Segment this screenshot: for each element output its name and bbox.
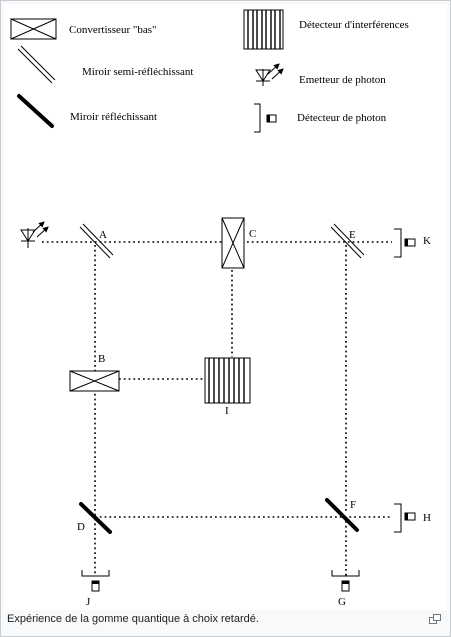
beam-paths bbox=[42, 241, 392, 576]
interference-detector-icon bbox=[243, 9, 284, 50]
semi-mirror-e bbox=[330, 223, 365, 259]
point-label-k: K bbox=[423, 235, 431, 247]
point-label-j: J bbox=[86, 596, 91, 608]
interference-detector-i bbox=[204, 357, 251, 404]
point-label-e: E bbox=[349, 229, 356, 241]
point-label-d: D bbox=[77, 521, 85, 533]
photon-detector-h bbox=[394, 503, 416, 533]
legend-photon-emitter-label: Emetteur de photon bbox=[299, 74, 386, 86]
mirror-d bbox=[79, 502, 112, 534]
legend-mirror-label: Miroir réfléchissant bbox=[70, 111, 157, 123]
photon-detector-icon bbox=[254, 103, 277, 133]
point-label-c: C bbox=[249, 228, 256, 240]
mirror-icon bbox=[17, 94, 54, 128]
semi-mirror-a bbox=[79, 223, 114, 259]
figure-caption: Expérience de la gomme quantique à choix… bbox=[7, 613, 259, 625]
semi-mirror-icon bbox=[17, 45, 56, 84]
down-converter-icon bbox=[10, 18, 57, 40]
point-label-b: B bbox=[98, 353, 105, 365]
legend-down-converter-label: Convertisseur "bas" bbox=[69, 24, 157, 36]
legend: Convertisseur "bas" Miroir semi-réfléchi… bbox=[10, 9, 409, 133]
magnify-icon[interactable] bbox=[429, 614, 441, 625]
point-label-i: I bbox=[225, 405, 229, 417]
mirror-f bbox=[325, 498, 359, 532]
photon-emitter-icon bbox=[255, 63, 284, 86]
photon-detector-j bbox=[81, 570, 110, 592]
point-label-h: H bbox=[423, 512, 431, 524]
point-label-g: G bbox=[338, 596, 346, 608]
legend-semi-mirror-label: Miroir semi-réfléchissant bbox=[82, 66, 194, 78]
point-label-a: A bbox=[99, 229, 107, 241]
point-label-f: F bbox=[350, 499, 356, 511]
diagram-canvas: Convertisseur "bas" Miroir semi-réfléchi… bbox=[4, 4, 447, 610]
photon-detector-g bbox=[331, 570, 360, 592]
diagram-svg: Convertisseur "bas" Miroir semi-réfléchi… bbox=[10, 9, 431, 608]
down-converter-b bbox=[69, 370, 120, 392]
down-converter-c bbox=[221, 217, 245, 269]
legend-interference-detector-label: Détecteur d'interférences bbox=[299, 19, 409, 31]
photon-emitter-icon bbox=[20, 221, 49, 248]
photon-detector-k bbox=[394, 228, 416, 258]
legend-photon-detector-label: Détecteur de photon bbox=[297, 112, 387, 124]
